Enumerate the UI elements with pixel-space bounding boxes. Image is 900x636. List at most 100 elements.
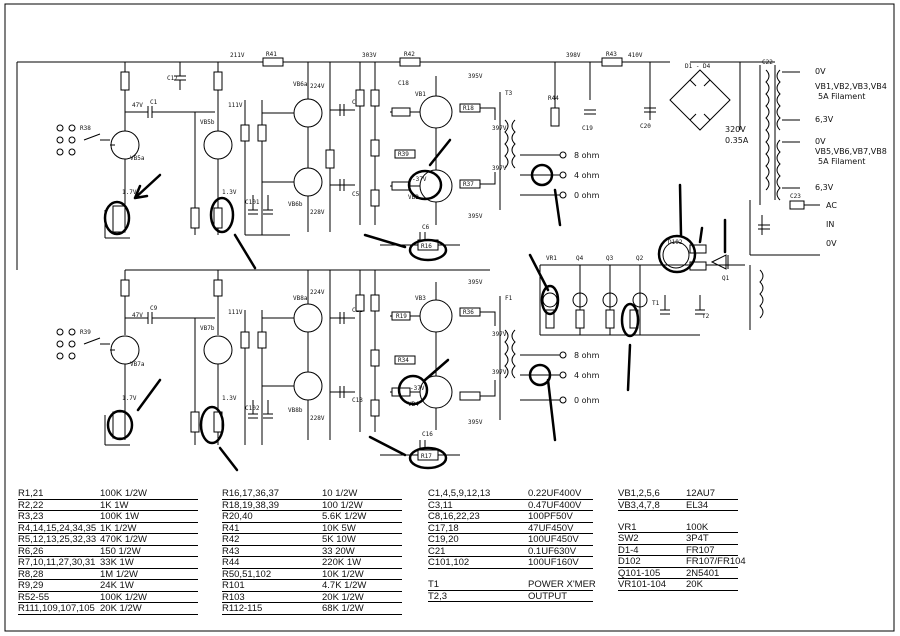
- svg-text:0V: 0V: [815, 137, 826, 146]
- bom-value: 100 1/2W: [322, 499, 363, 511]
- bom-value: 100K 1/2W: [100, 488, 147, 499]
- part-label: R42: [404, 51, 415, 58]
- bom-designator: C101,102: [428, 557, 470, 568]
- svg-text:6,3V: 6,3V: [815, 115, 834, 124]
- bias-label-bottom: -37V: [410, 385, 425, 392]
- svg-text:VB6a: VB6a: [293, 81, 308, 88]
- svg-text:397V: 397V: [492, 369, 507, 376]
- input-jacks-bottom: R39: [56, 328, 110, 360]
- bom-value: POWER X'MER: [528, 579, 596, 590]
- svg-text:395V: 395V: [468, 279, 483, 286]
- speaker-out-bottom: 8 ohm 4 ohm 0 ohm: [574, 351, 600, 405]
- bom-row: C17,18 47UF450V: [428, 522, 593, 534]
- c17-cap: C17: [167, 62, 186, 90]
- vr1-pot-top: [104, 205, 130, 239]
- svg-text:C102: C102: [245, 405, 260, 412]
- rail-labels: 211V 303V 398V 410V R41 R42 R43: [230, 51, 643, 59]
- svg-text:6,3V: 6,3V: [815, 183, 834, 192]
- input-jacks-top: R38: [56, 124, 110, 156]
- bom-value: 5.6K 1/2W: [322, 511, 367, 522]
- bom-value: 47UF450V: [528, 522, 574, 534]
- tube-vb8a: 224V VB8a: [262, 270, 325, 372]
- svg-text:C18: C18: [398, 80, 409, 87]
- svg-text:T3: T3: [505, 90, 513, 97]
- svg-text:T2: T2: [702, 313, 710, 320]
- svg-text:224V: 224V: [310, 83, 325, 90]
- bom-designator: SW2: [618, 533, 639, 544]
- bom-value: 150 1/2W: [100, 545, 141, 557]
- svg-text:VB5a: VB5a: [130, 155, 145, 162]
- svg-text:VB3: VB3: [415, 295, 426, 302]
- svg-text:R16: R16: [421, 243, 432, 250]
- bom-designator: C21: [428, 545, 446, 557]
- svg-text:C13: C13: [352, 397, 363, 404]
- svg-text:T1: T1: [652, 300, 660, 307]
- svg-text:VB5,VB6,VB7,VB8: VB5,VB6,VB7,VB8: [815, 147, 887, 156]
- svg-text:5A Filament: 5A Filament: [818, 157, 865, 166]
- svg-text:Q4: Q4: [576, 255, 584, 262]
- svg-text:224V: 224V: [310, 289, 325, 296]
- svg-text:C16: C16: [422, 431, 433, 438]
- svg-text:R39: R39: [80, 329, 91, 336]
- speaker-out-top: 8 ohm 4 ohm 0 ohm: [574, 151, 600, 200]
- rail-label: 410V: [628, 52, 643, 59]
- bom-row: T1 POWER X'MER: [428, 579, 596, 591]
- svg-text:Q3: Q3: [606, 255, 614, 262]
- bom-value: 100UF160V: [528, 557, 579, 568]
- svg-text:1.3V: 1.3V: [222, 395, 237, 402]
- svg-text:C20: C20: [640, 123, 651, 130]
- bom-value: 68K 1/2W: [322, 603, 364, 614]
- svg-text:C101: C101: [245, 199, 260, 206]
- bom-designator: T2,3: [428, 590, 448, 602]
- svg-text:R17: R17: [421, 453, 432, 460]
- bom-designator: VR101-104: [618, 579, 667, 590]
- bom-designator: R2,22: [18, 499, 44, 511]
- tube-vb7b: VB7b 111V 1.3V: [190, 309, 243, 445]
- bom-designator: R111,109,107,105: [18, 603, 95, 614]
- bom-row: [618, 511, 738, 522]
- output-transformer-t3: F1 397V 397V: [480, 295, 567, 420]
- svg-text:1.7V: 1.7V: [122, 395, 137, 402]
- rail-bottom: [120, 269, 490, 335]
- svg-text:R37: R37: [463, 181, 474, 188]
- bom-designator: R9,29: [18, 580, 44, 591]
- bom-value: 1K 1/2W: [100, 522, 137, 534]
- bom-row: C101,102 100UF160V: [428, 557, 593, 569]
- tube-vb5b: VB5b 111V 1.3V: [190, 62, 243, 235]
- bom-value: 1M 1/2W: [100, 568, 139, 580]
- svg-text:VB6b: VB6b: [288, 201, 303, 208]
- bom-value: FR107/FR104: [686, 556, 746, 567]
- bom-designator: R103: [222, 591, 245, 603]
- bom-designator: R4,14,15,24,34,35: [18, 522, 97, 534]
- bom-value: 1K 1W: [100, 499, 129, 511]
- bom-designator: R5,12,13,25,32,33: [18, 534, 97, 545]
- svg-text:C5: C5: [352, 191, 360, 198]
- bom-designator: C8,16,22,23: [428, 511, 480, 522]
- bom-value: 2N5401: [686, 567, 720, 579]
- svg-text:-37V: -37V: [412, 176, 427, 183]
- svg-text:IN: IN: [826, 220, 834, 229]
- bom-designator: R16,17,36,37: [222, 488, 280, 499]
- bom-designator: T1: [428, 579, 440, 590]
- svg-text:47V: 47V: [132, 312, 143, 319]
- bom-designator: R43: [222, 545, 240, 557]
- svg-text:0 ohm: 0 ohm: [574, 191, 600, 200]
- bom-designator: R112-115: [222, 603, 263, 614]
- svg-text:397V: 397V: [492, 331, 507, 338]
- bom-designator: C17,18: [428, 522, 459, 534]
- bom-row: [428, 569, 593, 580]
- bom-value: 24K 1W: [100, 580, 134, 591]
- svg-text:5A Filament: 5A Filament: [818, 92, 865, 101]
- bom-value: 12AU7: [686, 488, 716, 499]
- bom-designator: D1-4: [618, 544, 639, 556]
- bom-designator: D102: [618, 556, 641, 567]
